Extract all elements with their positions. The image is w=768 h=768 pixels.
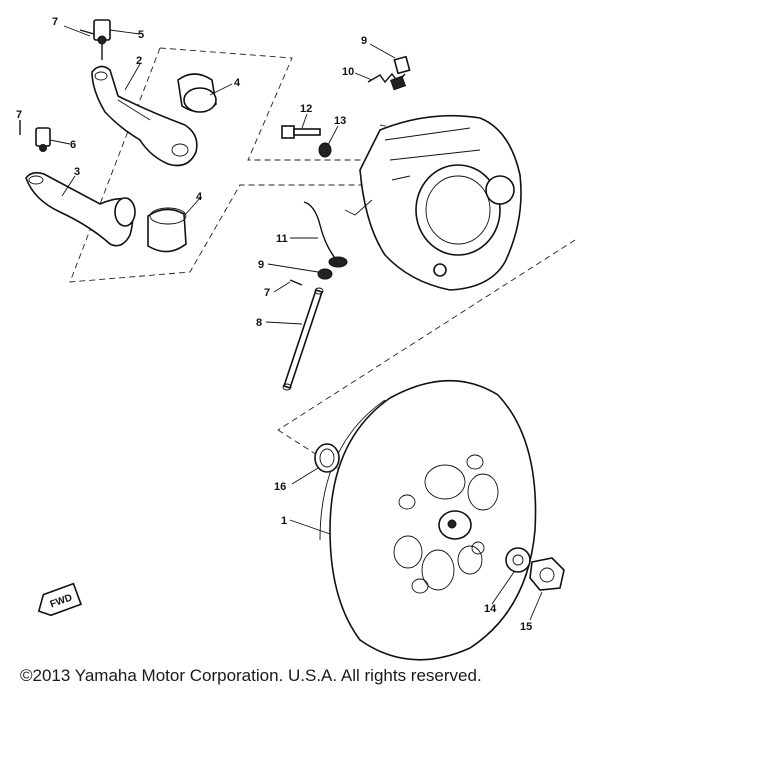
callout-6: 6	[70, 139, 76, 151]
callout-11: 11	[276, 233, 288, 245]
callout-14: 14	[484, 603, 497, 615]
part-13-washer	[318, 142, 332, 158]
fwd-arrow-icon: FWD	[37, 582, 83, 617]
part-14-washer	[505, 547, 531, 573]
part-9-bolt-upper	[393, 55, 411, 75]
part-8-rod	[282, 287, 324, 391]
callout-13: 13	[334, 115, 346, 127]
leader-lines	[49, 25, 543, 621]
part-3-arm	[25, 171, 136, 247]
part-16-ring	[314, 443, 340, 473]
callout-9: 9	[258, 259, 264, 271]
callout-12: 12	[300, 103, 312, 115]
disc-holes	[393, 454, 499, 594]
callout-4: 4	[196, 191, 203, 203]
part-4-cap-lower	[147, 207, 187, 253]
brake-hub-housing	[344, 114, 522, 291]
callout-7: 7	[16, 109, 22, 121]
part-7-pins	[19, 29, 303, 286]
callout-7: 7	[52, 16, 58, 28]
part-1-brake-disc	[319, 379, 537, 661]
part-11-wire	[303, 201, 348, 268]
callout-8: 8	[256, 317, 262, 329]
callout-7: 7	[264, 287, 270, 299]
callout-10: 10	[342, 66, 354, 78]
part-12-bolt	[281, 125, 321, 139]
callout-4: 4	[234, 77, 241, 89]
part-10-spring	[367, 72, 406, 91]
callout-15: 15	[520, 621, 532, 633]
callout-3: 3	[74, 166, 80, 178]
callout-9: 9	[361, 35, 367, 47]
part-2-arm	[91, 65, 198, 167]
callout-5: 5	[138, 29, 144, 41]
part-4-cap-upper	[177, 73, 217, 113]
part-5-block	[93, 19, 111, 60]
part-9-spring-lower	[317, 268, 333, 280]
callout-1: 1	[281, 515, 287, 527]
part-6-block	[35, 127, 51, 152]
copyright-notice: ©2013 Yamaha Motor Corporation. U.S.A. A…	[20, 666, 482, 685]
callout-2: 2	[136, 55, 142, 67]
callout-labels: 7 5 2 4 7 6 3 4 9 10 12 13 11 9 7 8 16 1…	[16, 16, 532, 633]
callout-16: 16	[274, 481, 286, 493]
part-15-nut	[529, 557, 565, 591]
